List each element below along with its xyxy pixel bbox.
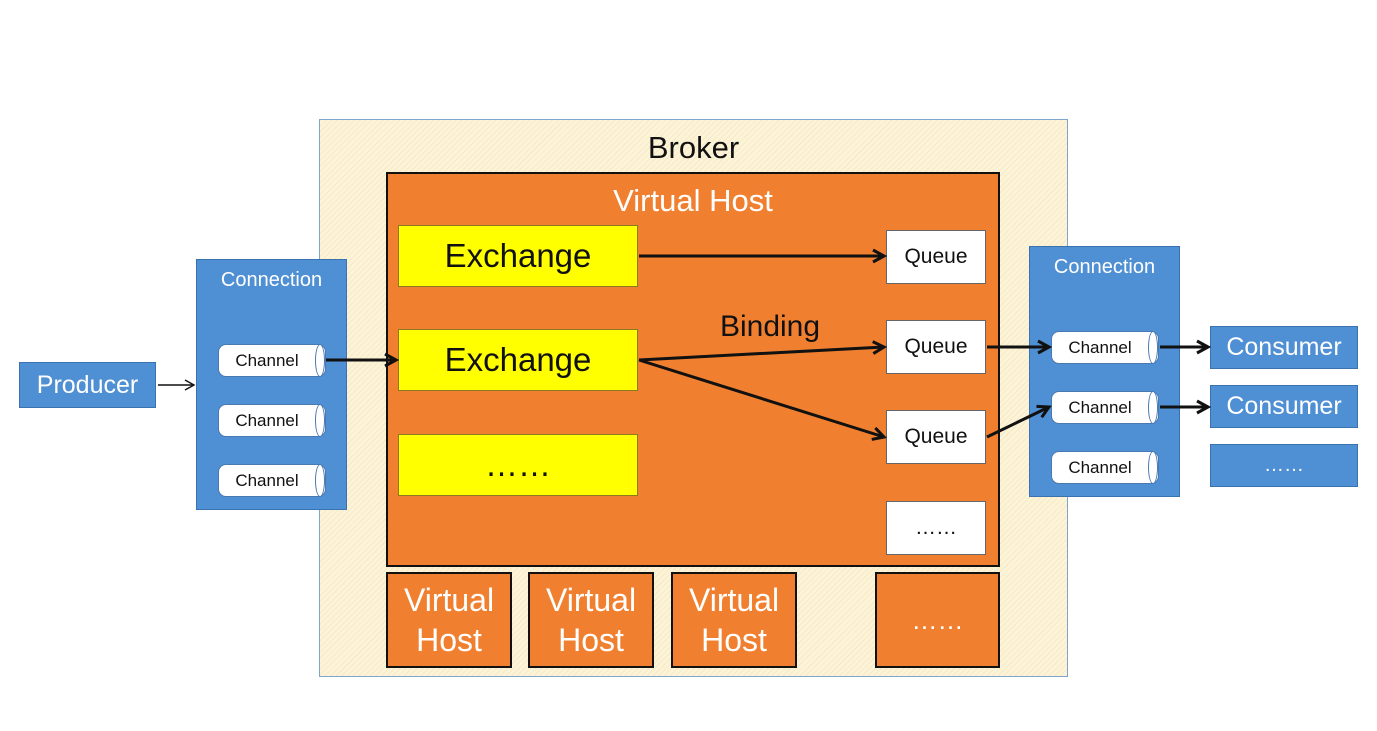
- virtual-host-box: Virtual Host: [528, 572, 654, 668]
- consumer-2: Consumer: [1210, 385, 1358, 428]
- channel-cylinder-icon: [1148, 331, 1158, 364]
- channel-label: Channel: [1068, 397, 1132, 417]
- virtual-host-line1: Virtual: [688, 582, 780, 618]
- connection-left-title: Connection: [220, 268, 323, 291]
- broker-title: Broker: [647, 130, 740, 165]
- exchange-more: ……: [398, 434, 638, 496]
- arrow-queue-to-channel-2: [986, 407, 1049, 439]
- channel-cylinder-icon: [1148, 391, 1158, 424]
- channel-left-2: Channel: [218, 404, 326, 437]
- consumer-more: ……: [1210, 444, 1358, 487]
- exchange-2: Exchange: [398, 329, 638, 391]
- arrow-exchange-to-queue-2: [638, 347, 884, 362]
- channel-cylinder-icon: [1148, 451, 1158, 484]
- virtual-host-box: Virtual Host: [671, 572, 797, 668]
- virtual-host-line1: Virtual: [403, 582, 495, 618]
- queue-2: Queue: [886, 320, 986, 374]
- channel-label: Channel: [235, 350, 299, 370]
- consumer-1: Consumer: [1210, 326, 1358, 369]
- virtual-host-line2: Host: [701, 622, 767, 658]
- connection-right-title: Connection: [1053, 255, 1156, 278]
- virtual-host-more-label: ……: [911, 605, 964, 635]
- channel-cylinder-icon: [315, 404, 325, 437]
- producer-box: Producer: [19, 362, 156, 408]
- queue-more: ……: [886, 501, 986, 555]
- channel-right-2: Channel: [1051, 391, 1159, 424]
- queue-3: Queue: [886, 410, 986, 464]
- channel-label: Channel: [1068, 337, 1132, 357]
- virtual-host-title: Virtual Host: [613, 183, 773, 218]
- channel-right-1: Channel: [1051, 331, 1159, 364]
- virtual-host-line1: Virtual: [545, 582, 637, 618]
- channel-label: Channel: [1068, 457, 1132, 477]
- channel-right-3: Channel: [1051, 451, 1159, 484]
- virtual-host-line2: Host: [416, 622, 482, 658]
- queue-1: Queue: [886, 230, 986, 284]
- channel-label: Channel: [235, 470, 299, 490]
- channel-left-1: Channel: [218, 344, 326, 377]
- exchange-1: Exchange: [398, 225, 638, 287]
- binding-label: Binding: [719, 310, 821, 343]
- virtual-host-box: Virtual Host: [386, 572, 512, 668]
- arrow-exchange-to-queue-3: [638, 358, 884, 437]
- channel-cylinder-icon: [315, 344, 325, 377]
- channel-label: Channel: [235, 410, 299, 430]
- channel-cylinder-icon: [315, 464, 325, 497]
- virtual-host-line2: Host: [558, 622, 624, 658]
- virtual-host-more: ……: [875, 572, 1000, 668]
- channel-left-3: Channel: [218, 464, 326, 497]
